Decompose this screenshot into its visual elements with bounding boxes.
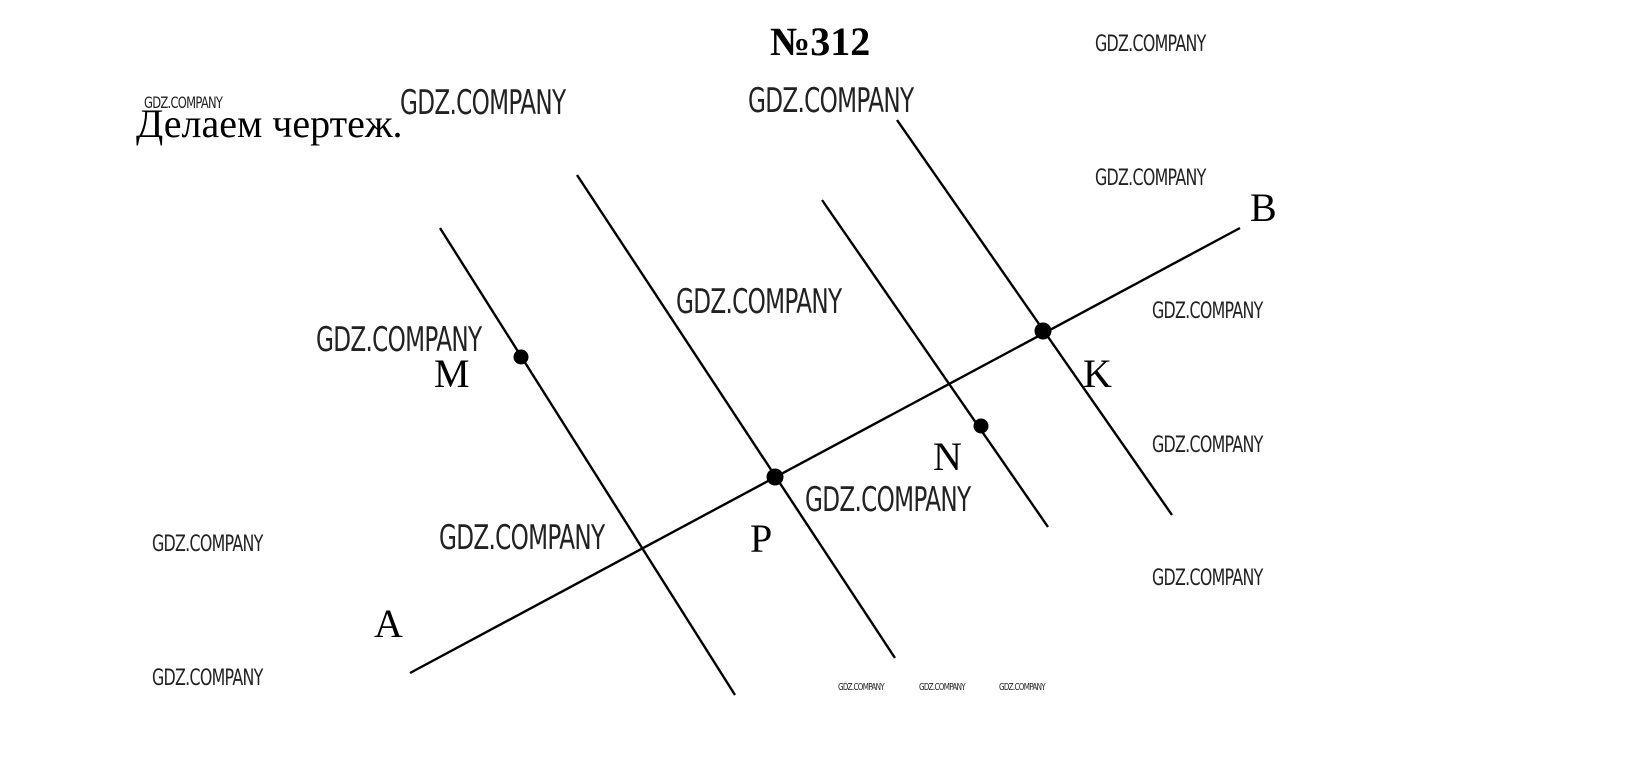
- watermark: GDZ.COMPANY: [1152, 566, 1263, 591]
- watermark: GDZ.COMPANY: [748, 81, 914, 121]
- watermark: GDZ.COMPANY: [152, 532, 263, 557]
- watermark: GDZ.COMPANY: [316, 320, 482, 360]
- line-through-k: [896, 119, 1173, 516]
- label-k: K: [1083, 351, 1112, 396]
- line-through-n: [821, 199, 1049, 528]
- watermark: GDZ.COMPANY: [439, 518, 605, 558]
- problem-number: №312: [770, 19, 871, 64]
- watermark: GDZ.COMPANY: [838, 682, 885, 693]
- watermark: GDZ.COMPANY: [676, 282, 842, 322]
- watermark: GDZ.COMPANY: [152, 666, 263, 691]
- watermark: GDZ.COMPANY: [1152, 433, 1263, 458]
- line-through-p: [575, 174, 897, 659]
- label-b: B: [1250, 185, 1277, 230]
- line-ab: [409, 226, 1241, 675]
- watermark: GDZ.COMPANY: [999, 682, 1046, 693]
- watermark: GDZ.COMPANY: [144, 93, 223, 112]
- watermark: GDZ.COMPANY: [919, 682, 966, 693]
- watermark: GDZ.COMPANY: [805, 480, 971, 520]
- label-p: P: [750, 516, 772, 561]
- watermark: GDZ.COMPANY: [1095, 166, 1206, 191]
- point-m: [513, 349, 529, 365]
- point-p: [766, 468, 784, 486]
- watermark: GDZ.COMPANY: [1152, 299, 1263, 324]
- watermark: GDZ.COMPANY: [400, 83, 566, 123]
- label-n: N: [933, 434, 962, 479]
- label-a: A: [374, 601, 403, 646]
- label-m: M: [434, 351, 470, 396]
- point-n: [973, 418, 989, 434]
- watermark: GDZ.COMPANY: [1095, 32, 1206, 57]
- caption-text: Делаем чертеж.: [136, 101, 403, 146]
- line-through-m: [438, 227, 737, 696]
- point-k: [1034, 322, 1052, 340]
